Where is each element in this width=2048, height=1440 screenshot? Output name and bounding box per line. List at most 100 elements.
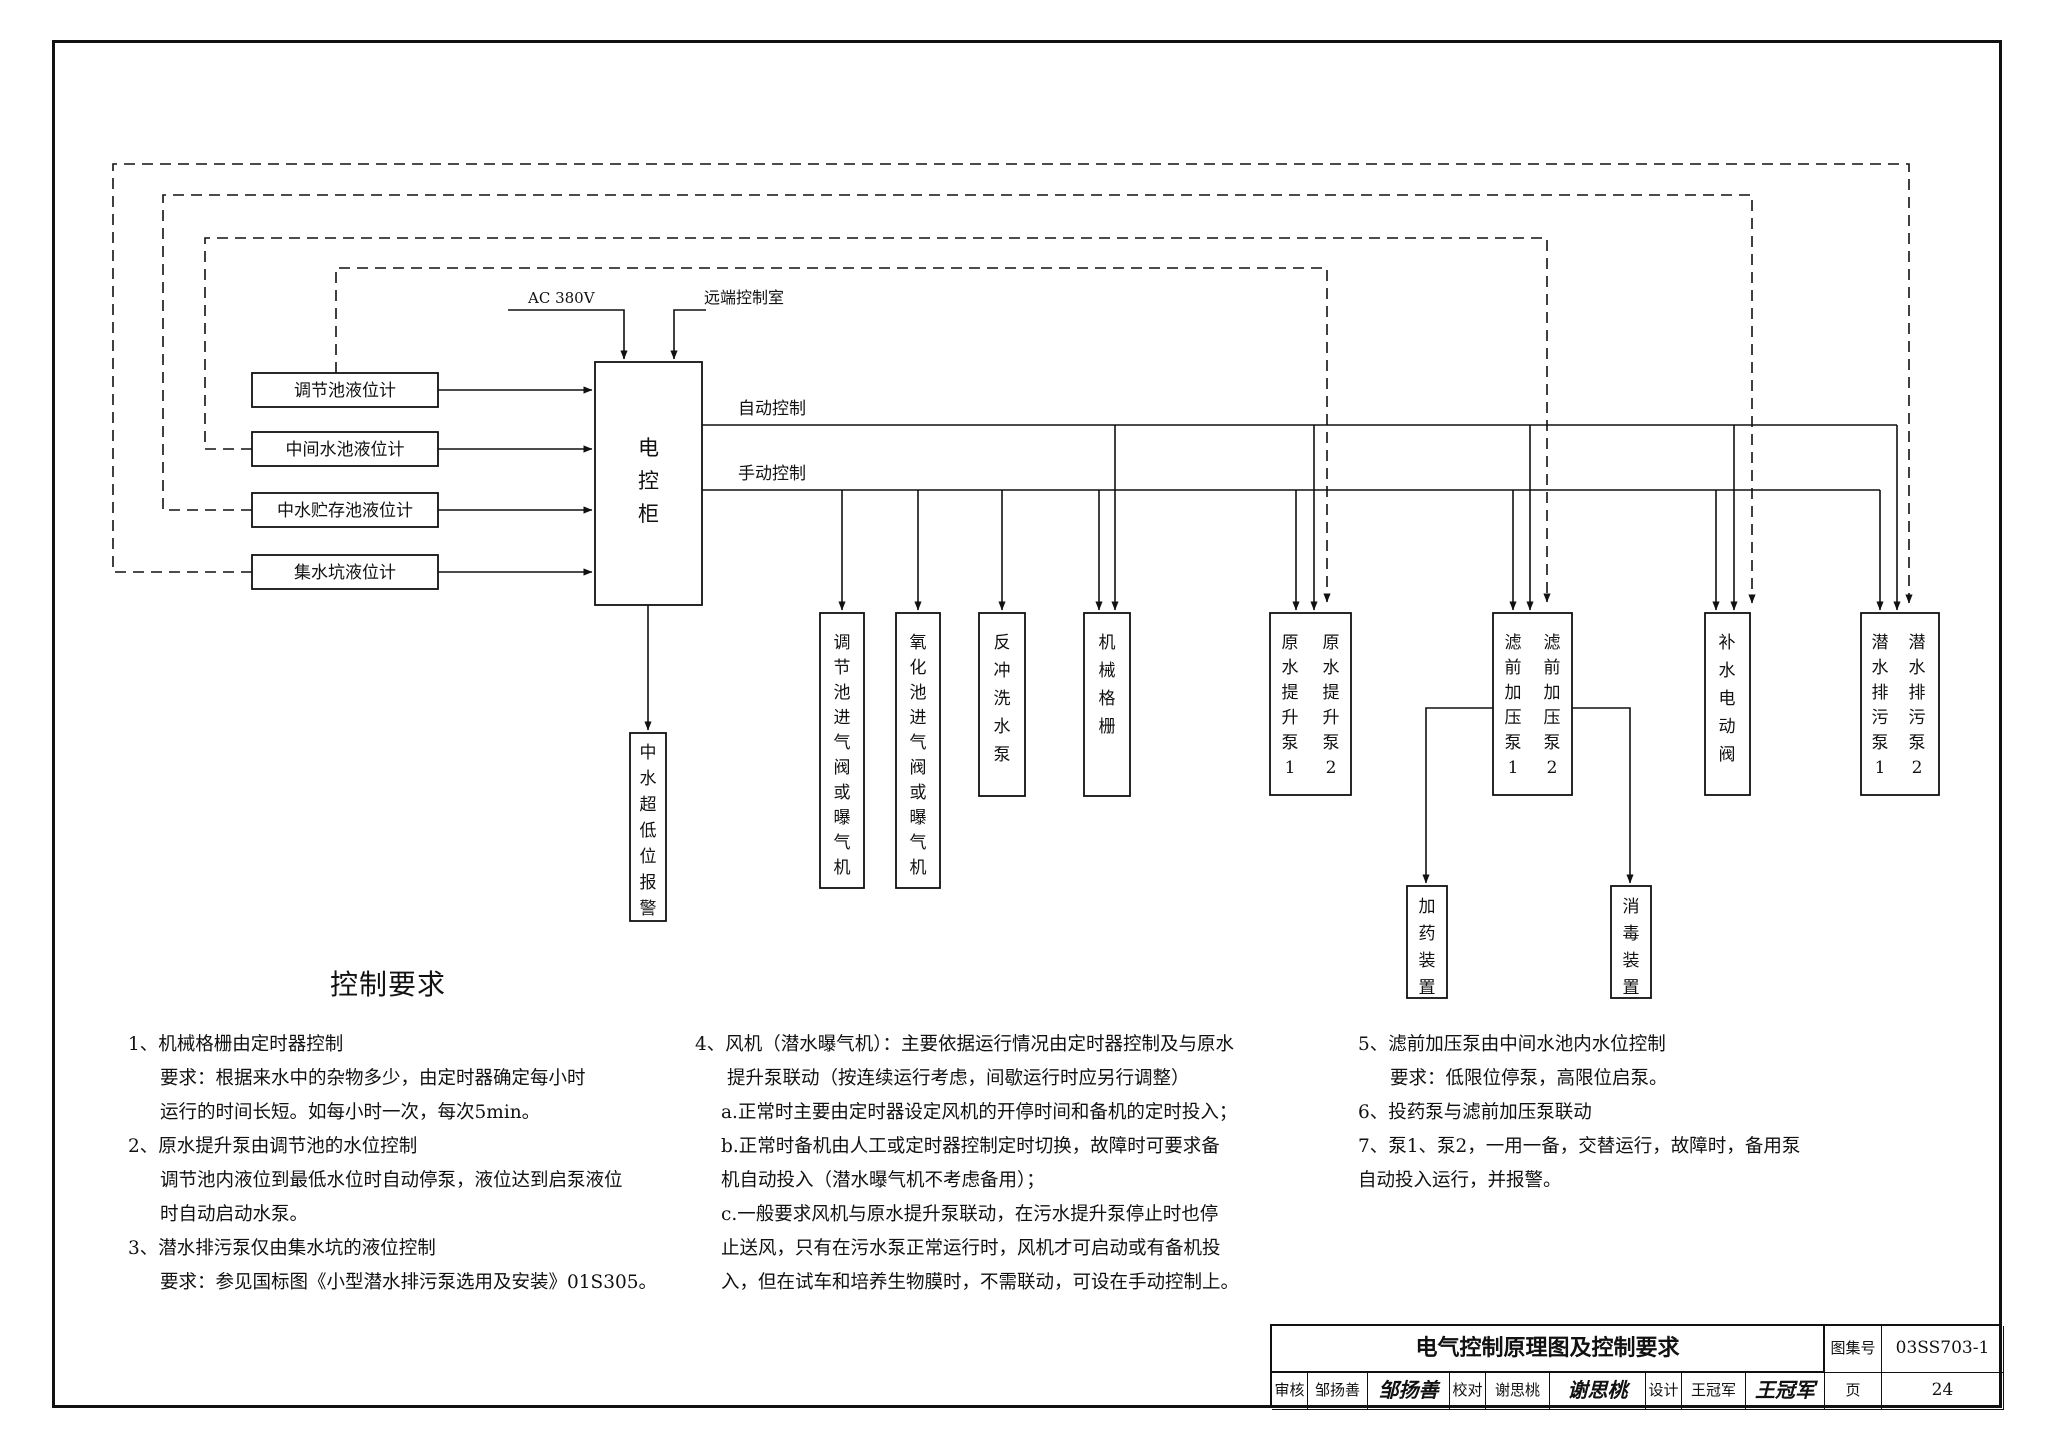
check-label: 校对 (1450, 1373, 1486, 1410)
device-box (978, 612, 1026, 797)
level-sensor-box (251, 431, 439, 467)
dosing-device-label: 加 (1419, 897, 1436, 917)
device-label: 原 (1323, 633, 1340, 653)
device-label: 水 (1323, 658, 1340, 678)
designer-signature: 王冠军 (1746, 1373, 1825, 1410)
device-label: 池 (910, 683, 927, 703)
device-label: 反 (994, 633, 1011, 653)
checker-name: 谢思桃 (1486, 1373, 1550, 1410)
device-label: 升 (1282, 708, 1299, 728)
reviewer-name: 邹扬善 (1308, 1373, 1368, 1410)
note-line: 要求：根据来水中的杂物多少，由定时器确定每小时 (160, 1068, 586, 1089)
dosing-device-box (1406, 885, 1448, 999)
device-box (1860, 612, 1940, 796)
dosing-device-label: 药 (1419, 924, 1436, 944)
feedback-loop-4 (112, 163, 1913, 604)
power-input-line (508, 309, 628, 360)
disinfection-device-label: 装 (1623, 951, 1640, 971)
device-label: 前 (1544, 658, 1561, 678)
feedback-loop-1 (335, 267, 1331, 603)
remote-control-label: 远端控制室 (704, 288, 784, 307)
device-label: 污 (1909, 708, 1926, 728)
device-label: 机 (1099, 633, 1116, 653)
device-label: 污 (1872, 708, 1889, 728)
atlas-number: 03SS703-1 (1882, 1326, 2004, 1373)
device-label: 潜 (1909, 633, 1926, 653)
device-label: 2 (1912, 758, 1923, 778)
feedback-loop-3 (162, 194, 1756, 604)
alarm-label: 报 (640, 873, 657, 893)
device-label: 升 (1323, 708, 1340, 728)
level-sensor-label: 调节池液位计 (294, 381, 396, 401)
level-sensor-label: 集水坑液位计 (294, 563, 396, 583)
review-label: 审核 (1272, 1373, 1308, 1410)
notes-column-1: 1、机械格栅由定时器控制 要求：根据来水中的杂物多少，由定时器确定每小时 运行的… (128, 1028, 657, 1300)
device-box (819, 612, 865, 889)
device-label: 阀 (834, 758, 851, 778)
disinfection-device-label: 置 (1623, 978, 1640, 998)
device-label: 2 (1547, 758, 1558, 778)
device-label: 格 (1099, 689, 1116, 709)
device-box (1083, 612, 1131, 797)
device-label: 进 (910, 708, 927, 728)
device-label: 气 (834, 733, 851, 753)
notes-column-2: 4、风机（潜水曝气机）：主要依据运行情况由定时器控制及与原水 提升泵联动（按连续… (695, 1028, 1239, 1300)
device-label: 泵 (1544, 733, 1561, 753)
note-line: a.正常时主要由定时器设定风机的开停时间和备机的定时投入； (721, 1102, 1238, 1123)
device-label: 曝 (834, 808, 851, 828)
device-label: 泵 (1323, 733, 1340, 753)
device-box (895, 612, 941, 889)
designer-name: 王冠军 (1682, 1373, 1746, 1410)
page-number: 24 (1882, 1373, 2004, 1410)
disinfection-link-line (1572, 707, 1634, 884)
alarm-label: 低 (640, 821, 657, 841)
device-label: 水 (994, 717, 1011, 737)
device-label: 前 (1505, 658, 1522, 678)
device-label: 滤 (1505, 633, 1522, 653)
device-box (1492, 612, 1573, 796)
device-label: 或 (834, 783, 851, 803)
device-label: 化 (910, 658, 927, 678)
device-label: 原 (1282, 633, 1299, 653)
device-label: 泵 (1505, 733, 1522, 753)
device-label: 1 (1285, 758, 1296, 778)
page-label: 页 (1825, 1373, 1882, 1410)
level-sensor-box (251, 554, 439, 590)
note-line: 止送风，只有在污水泵正常运行时，风机才可启动或有备机投 (721, 1238, 1221, 1259)
device-label: 机 (834, 858, 851, 878)
device-label: 节 (834, 658, 851, 678)
device-label: 动 (1719, 717, 1736, 737)
dosing-device-label: 装 (1419, 951, 1436, 971)
level-sensor-label: 中间水池液位计 (286, 440, 405, 460)
note-line: 7、泵1、泵2，一用一备，交替运行，故障时，备用泵 (1358, 1136, 1801, 1157)
auto-control-label: 自动控制 (738, 399, 806, 419)
control-cabinet (594, 361, 703, 606)
device-label: 1 (1508, 758, 1519, 778)
device-label: 排 (1872, 683, 1889, 703)
note-line: 要求：低限位停泵，高限位启泵。 (1390, 1068, 1668, 1089)
device-label: 阀 (910, 758, 927, 778)
device-label: 氧 (910, 633, 927, 653)
device-label: 阀 (1719, 745, 1736, 765)
device-label: 进 (834, 708, 851, 728)
note-line: 要求：参见国标图《小型潜水排污泵选用及安装》01S305。 (160, 1272, 658, 1293)
device-label: 泵 (994, 745, 1011, 765)
device-label: 泵 (1909, 733, 1926, 753)
alarm-label: 水 (640, 769, 657, 789)
design-label: 设计 (1646, 1373, 1682, 1410)
note-line: 机自动投入（潜水曝气机不考虑备用）； (721, 1170, 1045, 1191)
device-label: 调 (834, 633, 851, 653)
device-label: 气 (910, 833, 927, 853)
disinfection-device-box (1610, 885, 1652, 999)
title-block: 电气控制原理图及控制要求 图集号 03SS703-1 审核 邹扬善 邹扬善 校对… (1270, 1324, 2004, 1410)
note-line: 4、风机（潜水曝气机）：主要依据运行情况由定时器控制及与原水 (695, 1034, 1235, 1055)
note-line: 自动投入运行，并报警。 (1358, 1170, 1562, 1191)
device-label: 电 (1719, 689, 1736, 709)
device-label: 补 (1719, 633, 1736, 653)
device-label: 提 (1323, 683, 1340, 703)
device-label: 械 (1099, 661, 1116, 681)
note-line: 运行的时间长短。如每小时一次，每次5min。 (160, 1102, 541, 1123)
device-label: 水 (1719, 661, 1736, 681)
device-label: 池 (834, 683, 851, 703)
